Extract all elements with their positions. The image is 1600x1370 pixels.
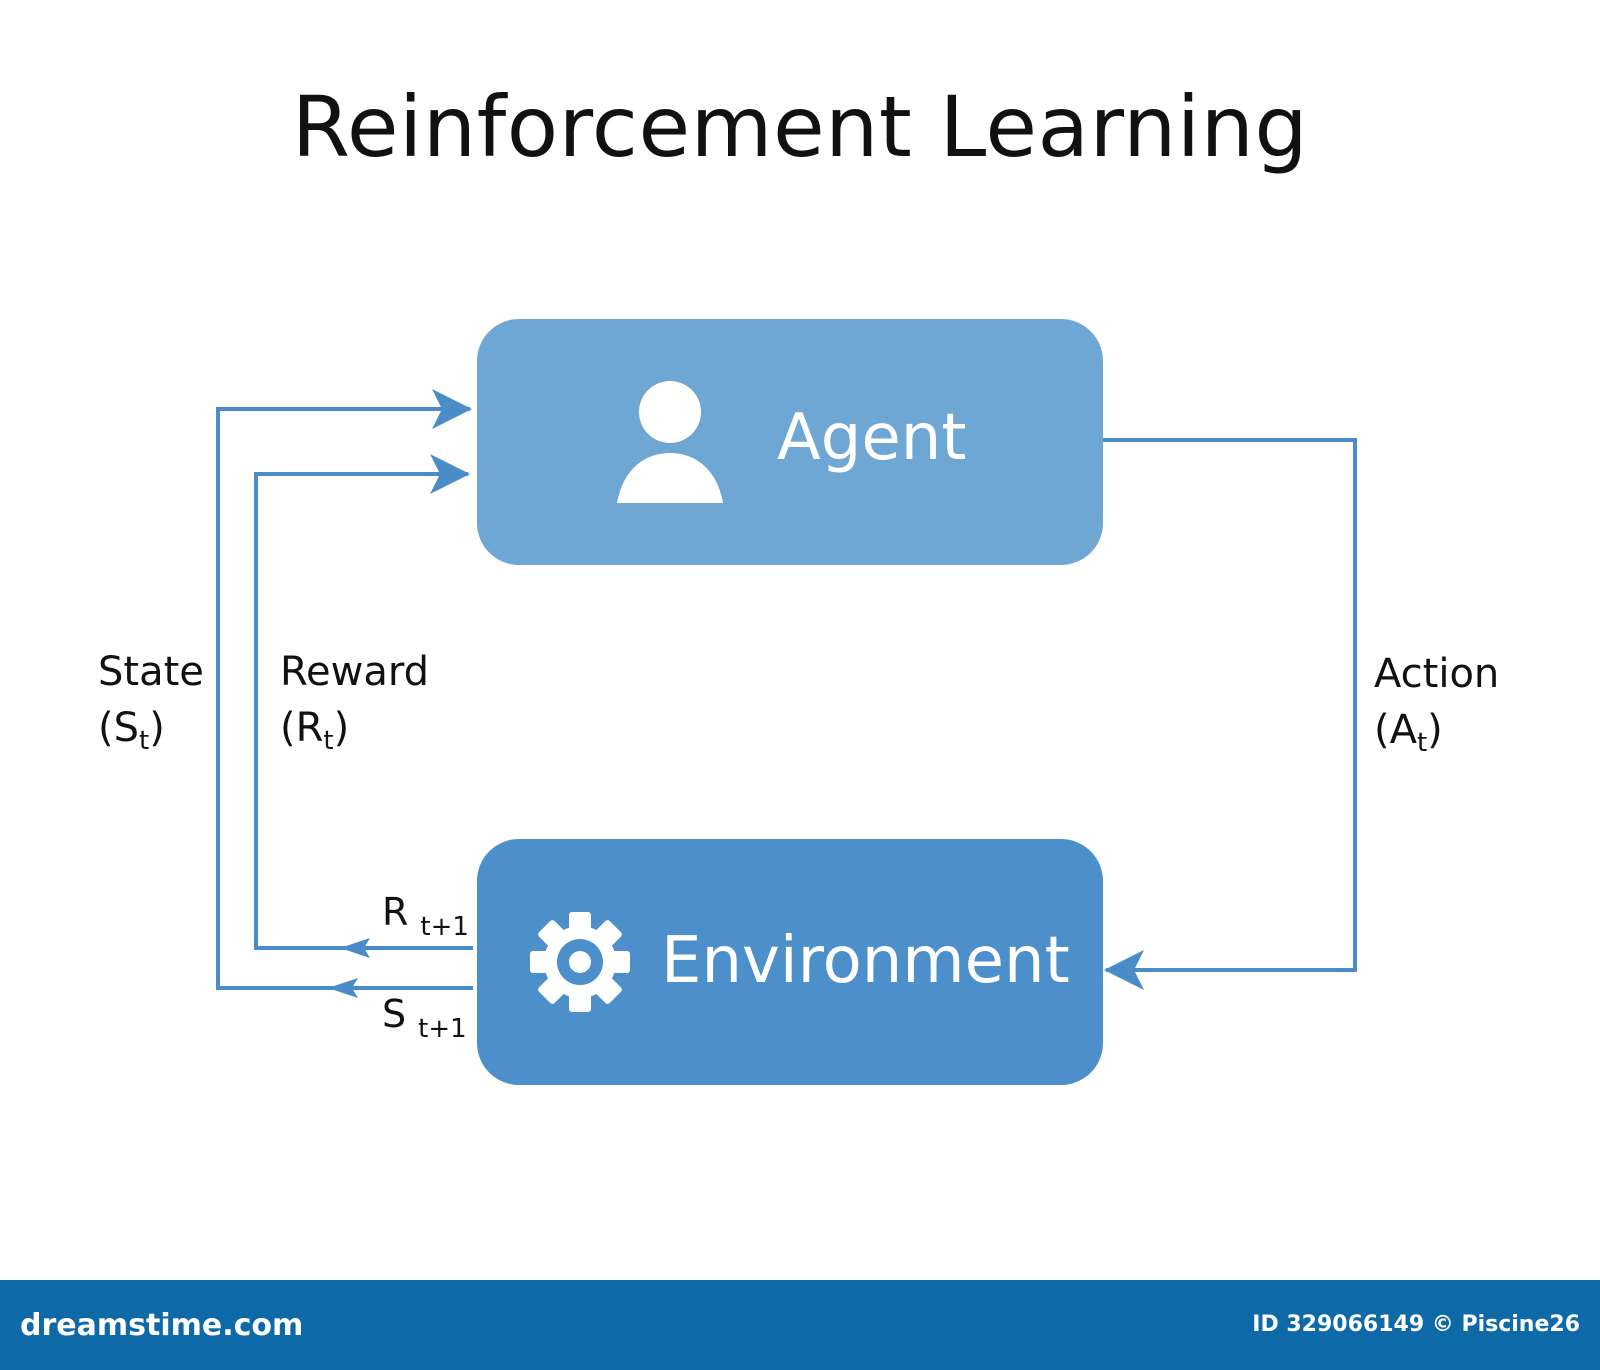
watermark-brand: dreamstime.com bbox=[20, 1308, 304, 1343]
agent-label: Agent bbox=[777, 401, 967, 475]
reward-symbol-open: (R bbox=[280, 705, 324, 751]
reward-label: Reward (Rt) bbox=[280, 644, 429, 756]
reward-symbol-close: ) bbox=[333, 705, 350, 751]
gear-icon bbox=[529, 911, 631, 1017]
reward-name: Reward bbox=[280, 649, 429, 695]
state-symbol-open: (S bbox=[98, 705, 139, 751]
state-symbol-close: ) bbox=[149, 705, 165, 751]
action-subscript: t bbox=[1416, 728, 1428, 758]
user-icon bbox=[615, 381, 725, 509]
diagram-title: Reinforcement Learning bbox=[291, 78, 1309, 176]
reward-subscript: t bbox=[323, 726, 334, 756]
reward-next-main: R bbox=[382, 890, 409, 934]
reward-next-subscript: t+1 bbox=[420, 912, 469, 942]
state-next-main: S bbox=[382, 992, 407, 1036]
environment-node: Environment bbox=[477, 839, 1103, 1085]
action-symbol-open: (A bbox=[1374, 707, 1417, 753]
state-name: State bbox=[98, 649, 204, 695]
action-symbol-close: ) bbox=[1427, 707, 1443, 753]
action-arrow bbox=[1103, 438, 1357, 990]
state-label: State (St) bbox=[98, 644, 204, 756]
state-next-subscript: t+1 bbox=[418, 1014, 467, 1044]
action-label: Action (At) bbox=[1374, 646, 1499, 758]
agent-node: Agent bbox=[477, 319, 1103, 565]
watermark-bar: dreamstime.com ID 329066149 © Piscine26 bbox=[0, 1280, 1600, 1370]
action-name: Action bbox=[1374, 651, 1500, 697]
watermark-credit: ID 329066149 © Piscine26 bbox=[1252, 1312, 1580, 1337]
environment-label: Environment bbox=[661, 924, 1070, 998]
state-subscript: t bbox=[139, 726, 150, 756]
